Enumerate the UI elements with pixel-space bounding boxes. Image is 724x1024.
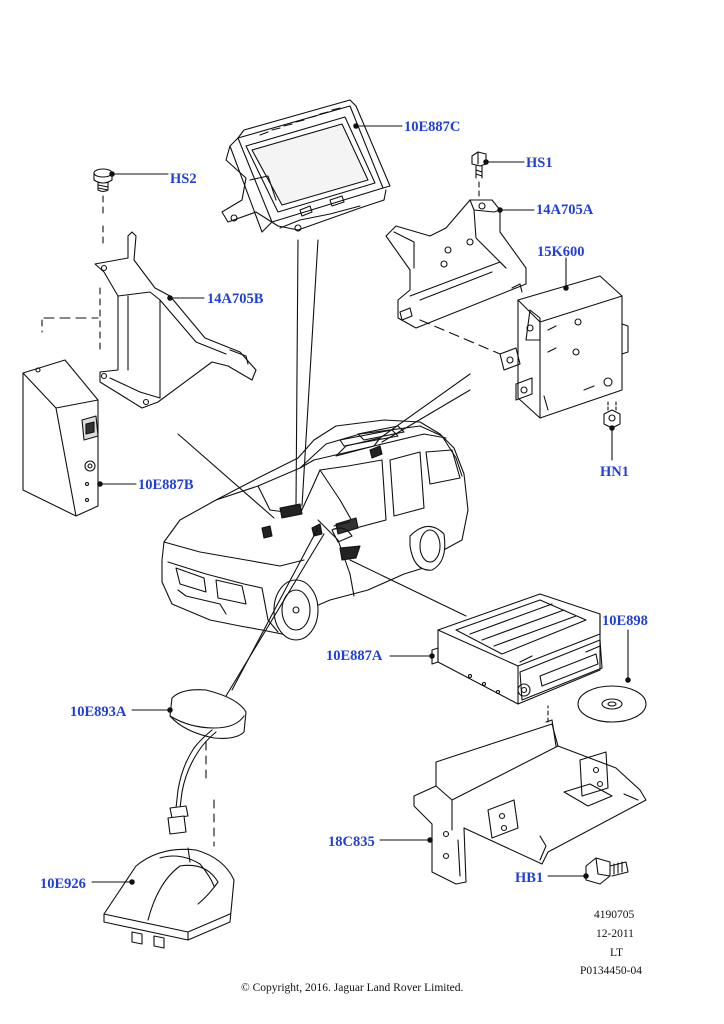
region-code: LT [610, 947, 623, 959]
nut-HN1 [603, 401, 621, 429]
callout-HN1: HN1 [600, 464, 629, 480]
callout-10E893A: 10E893A [70, 704, 127, 720]
callout-10E887B: 10E887B [138, 477, 194, 493]
disc-10E898 [577, 685, 647, 723]
issue-date: 12-2011 [596, 928, 634, 940]
antenna-10E893A [167, 689, 247, 847]
display-unit-10E887C [221, 99, 391, 233]
module-15K600 [499, 275, 629, 419]
dvd-unit-10E887A [431, 593, 603, 723]
callout-18C835: 18C835 [328, 834, 375, 850]
callout-14A705A: 14A705A [536, 202, 594, 218]
module-10E887B [22, 359, 99, 517]
bolt-HS1 [471, 151, 487, 197]
callout-leaders [91, 123, 631, 885]
bolt-HB1 [585, 857, 629, 885]
bracket-14A705A [385, 199, 527, 355]
bolt-HS2 [93, 168, 113, 247]
callout-14A705B: 14A705B [207, 291, 264, 307]
vehicle-illustration [161, 419, 469, 641]
part-reference: P0134450-04 [580, 965, 642, 977]
callout-HS2: HS2 [170, 171, 197, 187]
callout-10E887C: 10E887C [404, 119, 461, 135]
callout-15K600: 15K600 [537, 244, 585, 260]
callout-HB1: HB1 [515, 870, 544, 886]
bracket-18C835 [413, 719, 647, 885]
antenna-base-10E926 [103, 847, 235, 949]
bracket-14A705B [41, 231, 257, 409]
callout-10E926: 10E926 [40, 876, 86, 892]
copyright-notice: © Copyright, 2016. Jaguar Land Rover Lim… [241, 982, 464, 994]
ref-number: 4190705 [594, 909, 635, 921]
callout-10E887A: 10E887A [326, 648, 383, 664]
leader-lines [177, 239, 471, 697]
callout-HS1: HS1 [526, 155, 553, 171]
callout-10E898: 10E898 [602, 613, 648, 629]
